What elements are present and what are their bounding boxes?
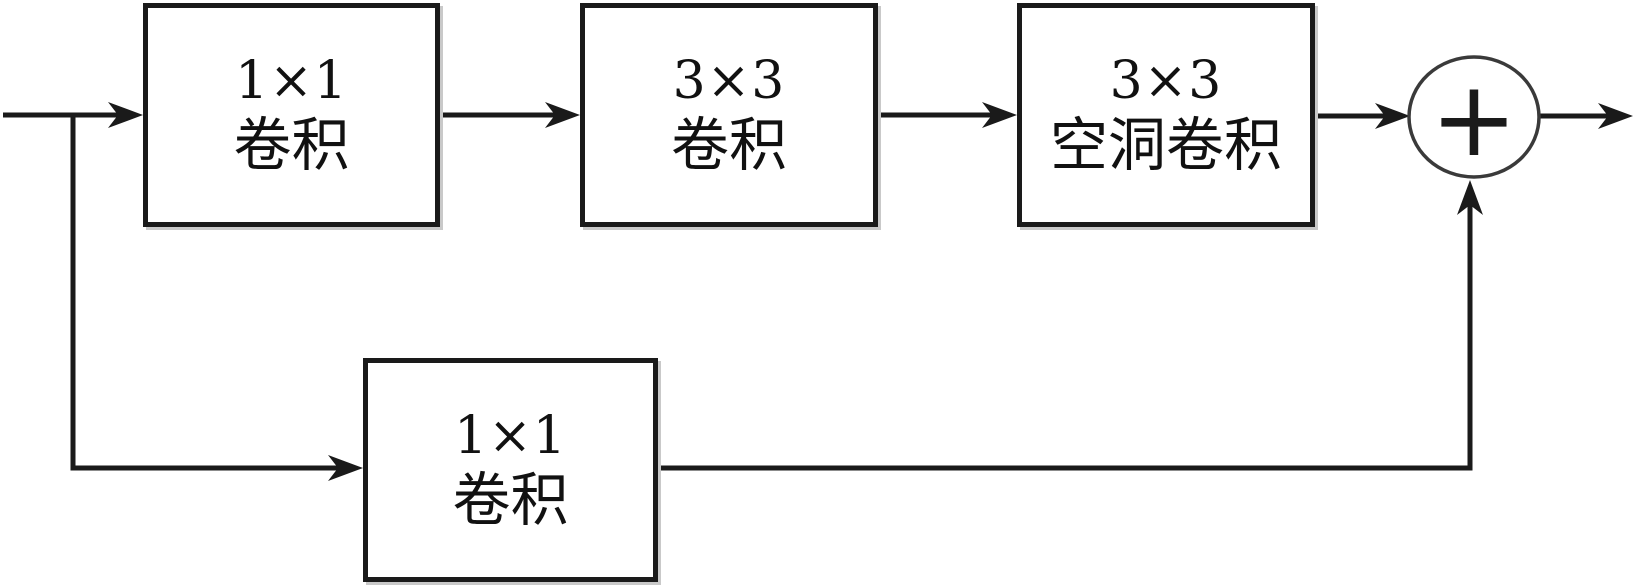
block-conv-1x1-skip: 1×1 卷积 bbox=[363, 358, 658, 582]
block-label: 空洞卷积 bbox=[1049, 110, 1282, 179]
block-kernel-size: 1×1 bbox=[235, 50, 348, 111]
skip-branch-line bbox=[70, 113, 340, 471]
input-arrowhead-icon bbox=[108, 102, 143, 128]
block-conv-3x3: 3×3 卷积 bbox=[580, 3, 878, 227]
conv2-to-conv3-arrowhead-icon bbox=[982, 102, 1017, 128]
sum-node bbox=[1407, 55, 1541, 179]
conv1-to-conv2-arrowhead-icon bbox=[545, 102, 580, 128]
block-label: 卷积 bbox=[452, 465, 569, 534]
block-conv-1x1-top: 1×1 卷积 bbox=[143, 3, 440, 227]
block-kernel-size: 3×3 bbox=[1109, 50, 1223, 111]
block-label: 卷积 bbox=[670, 110, 787, 179]
block-kernel-size: 1×1 bbox=[454, 405, 567, 466]
skip-connection-line bbox=[658, 200, 1473, 471]
skip-up-arrowhead-icon bbox=[1457, 180, 1483, 215]
conv3-to-sum-arrowhead-icon bbox=[1375, 103, 1410, 129]
plus-icon: + bbox=[1430, 58, 1517, 180]
output-arrowhead-icon bbox=[1598, 103, 1633, 129]
skip-branch-arrowhead-icon bbox=[328, 455, 363, 481]
block-dilated-conv-3x3: 3×3 空洞卷积 bbox=[1017, 3, 1315, 227]
block-label: 卷积 bbox=[233, 110, 350, 179]
block-kernel-size: 3×3 bbox=[672, 50, 786, 111]
